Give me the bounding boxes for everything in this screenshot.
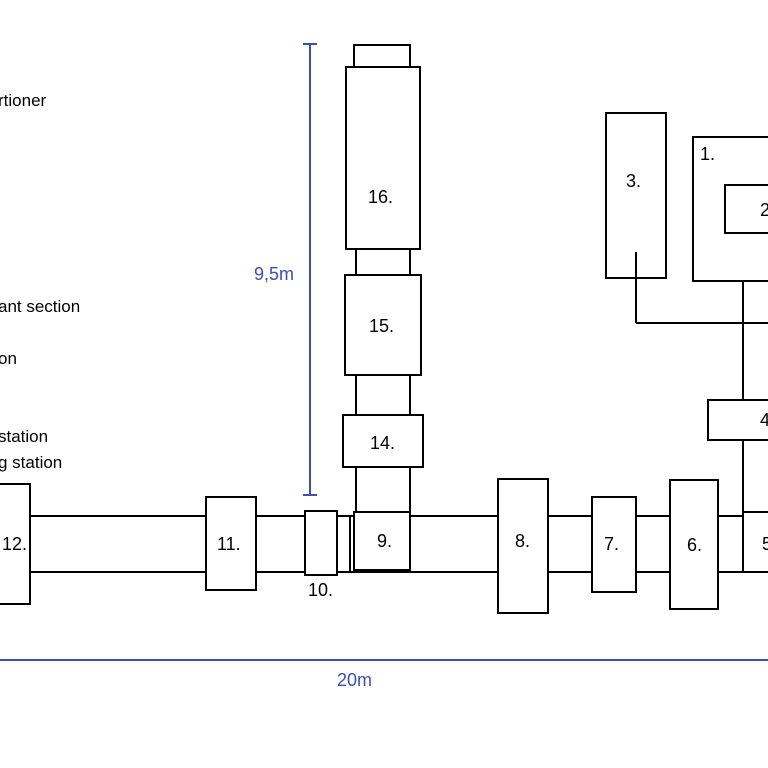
station-9 xyxy=(353,511,411,571)
station-16-label: 16. xyxy=(368,187,393,207)
station-6-label: 6. xyxy=(687,535,702,555)
station-8 xyxy=(497,478,549,614)
station-8-label: 8. xyxy=(515,531,530,551)
station-11 xyxy=(205,496,257,591)
station-14-label: 14. xyxy=(370,433,395,453)
station-7 xyxy=(591,496,637,593)
station-2-label: 2 xyxy=(760,200,768,220)
station-16 xyxy=(345,66,421,250)
station-7-label: 7. xyxy=(604,534,619,554)
legend-item-4: station xyxy=(0,427,48,446)
station-12-label: 12. xyxy=(2,534,27,554)
station-3-label: 3. xyxy=(626,171,641,191)
station-5 xyxy=(742,511,768,573)
station-15-label: 15. xyxy=(369,316,394,336)
station-14 xyxy=(342,414,424,468)
station-3 xyxy=(605,112,667,279)
vertical-dimension-label: 9,5m xyxy=(254,264,294,284)
legend-item-2: ant section xyxy=(0,297,80,316)
station-2 xyxy=(724,184,768,234)
station-16-cap xyxy=(353,44,411,68)
station-1-label: 1. xyxy=(700,144,715,164)
station-12 xyxy=(0,483,31,605)
station-5-label: 5 xyxy=(762,534,768,554)
station-4 xyxy=(707,399,768,441)
station-15 xyxy=(344,274,422,376)
station-11-label: 11. xyxy=(217,534,241,554)
legend-item-3: on xyxy=(0,349,17,368)
station-6 xyxy=(669,479,719,610)
station-9-label: 9. xyxy=(377,531,392,551)
station-10-label: 10. xyxy=(308,580,333,600)
legend-item-1: rtioner xyxy=(0,91,47,110)
station-4-label: 4 xyxy=(760,410,768,430)
legend-item-5: g station xyxy=(0,453,62,472)
horizontal-dimension-label: 20m xyxy=(337,670,372,690)
station-10 xyxy=(304,510,338,576)
